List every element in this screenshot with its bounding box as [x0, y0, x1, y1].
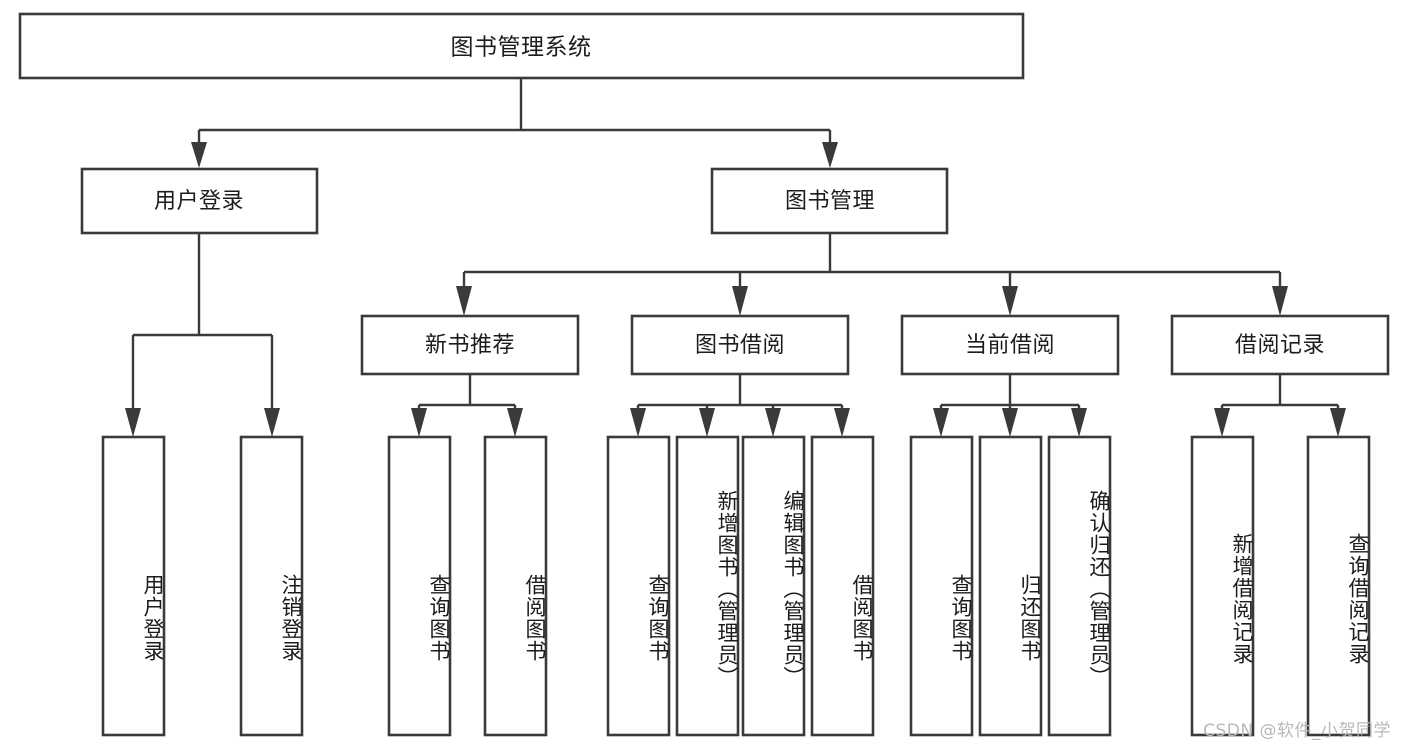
arrow-bm-to-borrow-record — [1272, 286, 1288, 316]
node-book-management-box[interactable] — [710, 167, 949, 235]
arrow-brecord-leaf-2 — [1330, 408, 1346, 437]
leaf-group-book-borrow — [606, 435, 875, 737]
arrow-bookborrow-leaf-1 — [630, 408, 646, 437]
arrow-bookborrow-leaf-2 — [699, 408, 715, 437]
node-user-login-box[interactable] — [80, 167, 319, 235]
leaf-box-current-borrow-3[interactable] — [1047, 435, 1112, 737]
node-user-login-label: 用户登录 — [154, 189, 244, 214]
arrow-newbook-leaf-1 — [411, 408, 427, 437]
leaf-box-borrow-record-1[interactable] — [1190, 435, 1255, 737]
node-new-book-recommend[interactable]: 新书推荐 — [360, 314, 580, 376]
node-book-management-label: 图书管理 — [785, 189, 875, 214]
leaf-box-new-book-1[interactable] — [387, 435, 452, 737]
arrow-user-login-leaf-2 — [264, 408, 280, 437]
node-book-borrow-label: 图书借阅 — [695, 333, 785, 358]
leaf-box-new-book-2[interactable] — [483, 435, 548, 737]
node-borrow-record-label: 借阅记录 — [1235, 333, 1325, 358]
leaf-group-current-borrow — [909, 435, 1112, 737]
node-root-box[interactable] — [18, 12, 1025, 80]
leaf-box-borrow-record-2[interactable] — [1306, 435, 1371, 737]
leaf-box-book-borrow-2[interactable] — [675, 435, 740, 737]
arrow-bm-to-book-borrow — [732, 286, 748, 316]
leaf-box-current-borrow-1[interactable] — [909, 435, 974, 737]
arrow-newbook-leaf-2 — [507, 408, 523, 437]
connector-group-book-borrow — [630, 374, 850, 437]
leaf-box-book-borrow-4[interactable] — [810, 435, 875, 737]
connector-group-borrow-record — [1214, 374, 1346, 437]
node-book-borrow-box[interactable] — [630, 314, 850, 376]
connector-group-book-mgmt — [456, 233, 1288, 316]
csdn-watermark: CSDN @软件_小贺同学 — [1203, 721, 1391, 741]
node-new-book-recommend-box[interactable] — [360, 314, 580, 376]
arrow-curborrow-leaf-2 — [1002, 408, 1018, 437]
arrow-root-to-book-mgmt — [822, 142, 838, 168]
node-root-label: 图书管理系统 — [451, 35, 592, 61]
connector-group-current-borrow — [933, 374, 1087, 437]
leaf-box-book-borrow-3[interactable] — [741, 435, 806, 737]
node-book-borrow[interactable]: 图书借阅 — [630, 314, 850, 376]
node-current-borrow[interactable]: 当前借阅 — [900, 314, 1120, 376]
node-user-login[interactable]: 用户登录 — [80, 167, 319, 235]
leaf-box-book-borrow-1[interactable] — [606, 435, 671, 737]
node-root[interactable]: 图书管理系统 — [18, 12, 1025, 80]
node-borrow-record-box[interactable] — [1170, 314, 1390, 376]
arrow-bm-to-current-borrow — [1002, 286, 1018, 316]
leaf-group-borrow-record — [1190, 435, 1371, 737]
arrow-bm-to-new-book — [456, 286, 472, 316]
leaf-group-user-login — [101, 435, 304, 737]
arrow-brecord-leaf-1 — [1214, 408, 1230, 437]
arrow-bookborrow-leaf-4 — [834, 408, 850, 437]
connector-group-user-login — [125, 233, 280, 437]
arrow-root-to-user-login — [191, 142, 207, 168]
arrow-bookborrow-leaf-3 — [765, 408, 781, 437]
arrow-curborrow-leaf-3 — [1071, 408, 1087, 437]
leaf-box-user-login-2[interactable] — [239, 435, 304, 737]
leaf-box-current-borrow-2[interactable] — [978, 435, 1043, 737]
node-new-book-recommend-label: 新书推荐 — [425, 333, 515, 358]
node-borrow-record[interactable]: 借阅记录 — [1170, 314, 1390, 376]
arrow-user-login-leaf-1 — [125, 408, 141, 437]
leaf-group-new-book-recommend — [387, 435, 548, 737]
node-current-borrow-label: 当前借阅 — [965, 333, 1055, 358]
connector-group-new-book — [411, 374, 523, 437]
node-current-borrow-box[interactable] — [900, 314, 1120, 376]
arrow-curborrow-leaf-1 — [933, 408, 949, 437]
leaf-box-user-login-1[interactable] — [101, 435, 166, 737]
node-book-management[interactable]: 图书管理 — [710, 167, 949, 235]
connector-group-root — [191, 78, 838, 168]
